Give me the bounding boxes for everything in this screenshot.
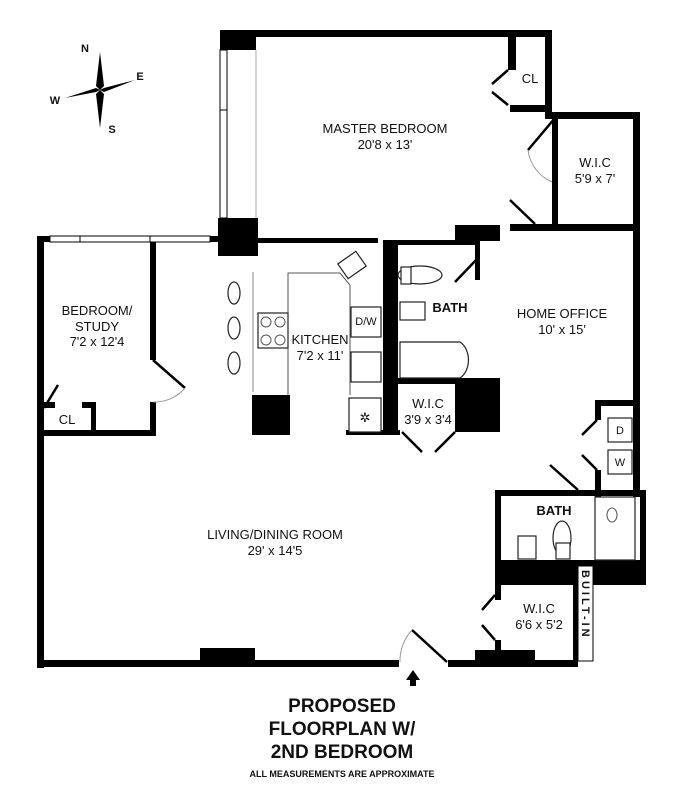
dishwasher-label: D/W [355,316,377,328]
shower-icon [594,496,636,561]
svg-text:✲: ✲ [360,410,371,425]
room-size-master-bedroom: 20'8 x 13' [358,137,413,152]
room-name-master-bedroom: MASTER BEDROOM [323,121,448,136]
compass-east: E [136,71,143,83]
dryer-label: D [616,425,624,437]
room-size-wic-entry: 6'6 x 5'2 [515,617,563,632]
washer-label: W [615,457,626,469]
room-size-home-office: 10' x 15' [538,322,586,337]
room-size-wic-small: 3'9 x 3'4 [404,412,452,427]
room-name-wic-small: W.I.C [412,396,444,411]
room-size-wic-master: 5'9 x 7' [575,171,615,186]
measurement-note: ALL MEASUREMENTS ARE APPROXIMATE [249,769,434,779]
room-name-wic-master: W.I.C [579,155,611,170]
compass-south: S [108,124,115,136]
title-line-3: 2ND BEDROOM [271,742,414,763]
dryer-icon [607,417,633,443]
room-name-wic-entry: W.I.C [523,601,555,616]
stove-icon [257,312,289,349]
room-name-study: STUDY [75,319,119,334]
room-name-bath2: BATH [536,503,571,518]
room-name-cl-master: CL [522,71,539,86]
doors [42,69,598,686]
entry-arrow-icon [406,670,420,686]
vanity-icon [517,535,537,560]
fixtures: ✲ [227,250,636,662]
fridge-icon [348,397,382,433]
compass-rose-icon: N S E W [50,43,144,136]
room-size-living-dining: 29' x 14'5 [248,543,303,558]
bath-sink-icon [399,301,426,321]
room-name-kitchen: KITCHEN [291,332,348,347]
compass-north: N [81,43,89,55]
title-line-1: PROPOSED [288,696,396,717]
room-name-living-dining: LIVING/DINING ROOM [207,527,343,542]
room-name-cl-study: CL [59,412,76,427]
room-name-bath1: BATH [432,300,467,315]
room-size-kitchen: 7'2 x 11' [297,348,344,363]
room-name-bedroom: BEDROOM/ [62,303,133,318]
bathtub-icon [399,341,470,379]
washer-icon [607,449,633,475]
sink-icon [336,250,368,280]
built-in-label: BUILT-IN [579,570,591,640]
title-line-2: FLOORPLAN W/ [269,719,416,740]
windows [49,49,257,243]
compass-west: W [50,95,61,107]
room-name-home-office: HOME OFFICE [517,306,608,321]
room-size-bedroom-study: 7'2 x 12'4 [70,334,125,349]
